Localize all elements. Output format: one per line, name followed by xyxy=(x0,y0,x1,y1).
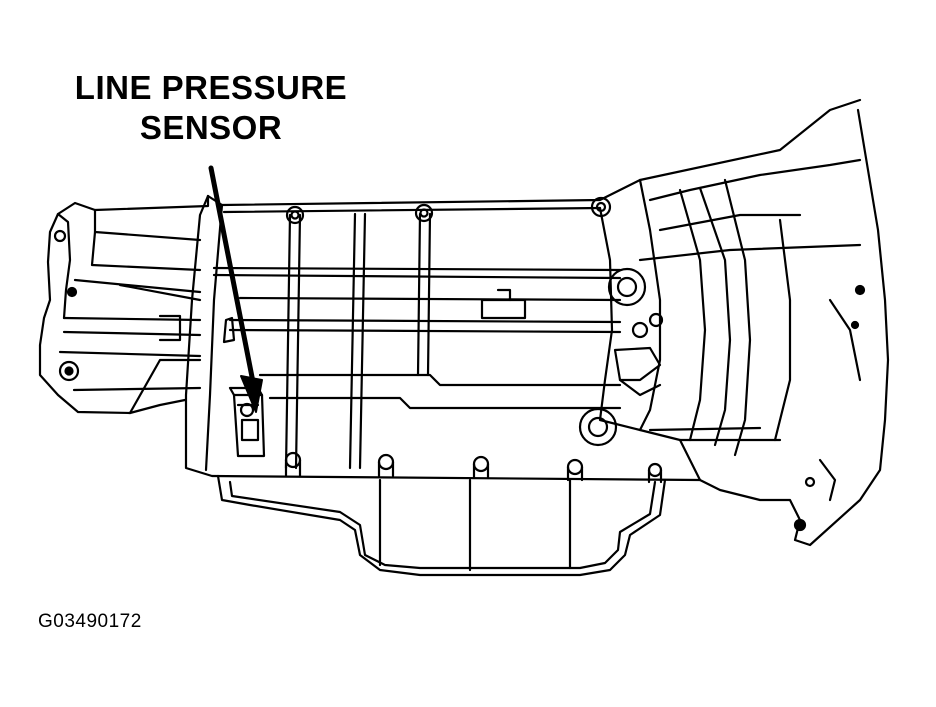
bell-housing xyxy=(578,108,890,547)
transmission-case xyxy=(184,98,862,482)
callout-arrow xyxy=(208,165,263,413)
sensor-callout-label: LINE PRESSURE SENSOR xyxy=(36,68,386,148)
callout-line-1: LINE PRESSURE xyxy=(74,69,348,106)
figure-id: G03490172 xyxy=(38,611,142,632)
extension-housing xyxy=(38,194,210,415)
oil-pan xyxy=(216,451,667,577)
callout-line-2: SENSOR xyxy=(139,109,283,146)
